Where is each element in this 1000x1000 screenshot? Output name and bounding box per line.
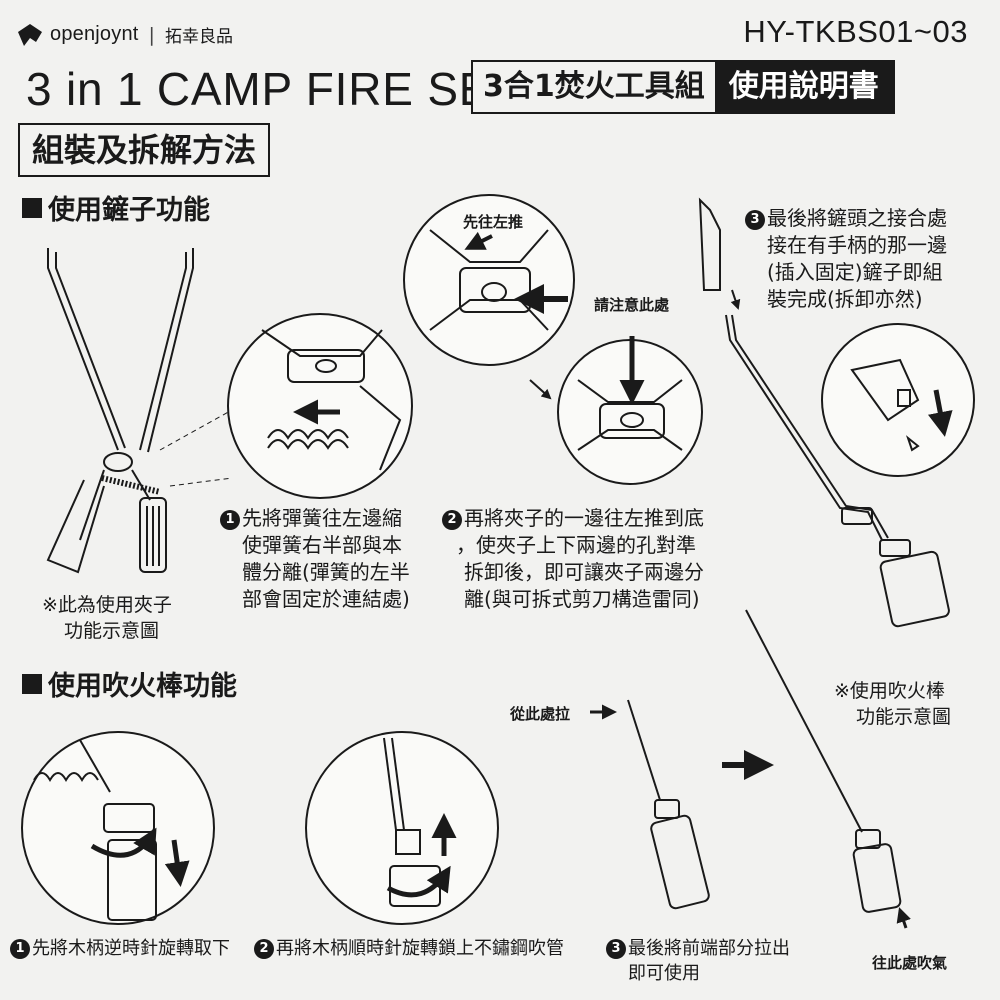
blow-step3-illustration bbox=[627, 699, 710, 910]
notice-detail-circle bbox=[557, 336, 703, 485]
blow-step2-circle bbox=[305, 731, 499, 925]
leader-line bbox=[169, 477, 233, 487]
brand-name-cn: 拓幸良品 bbox=[164, 27, 233, 47]
blow-arrow-icon bbox=[896, 907, 911, 929]
tongs-overview-illustration bbox=[46, 248, 194, 574]
step-line: (插入固定)鏟子即組 bbox=[767, 260, 943, 284]
tongs-heading-text: 使用鏟子功能 bbox=[48, 195, 210, 226]
step-line: 先將木柄逆時針旋轉取下 bbox=[32, 938, 230, 959]
step-line: 先將彈簧往左邊縮 bbox=[242, 506, 402, 530]
step-line: 最後將前端部分拉出 bbox=[628, 938, 790, 959]
leader-line bbox=[159, 409, 233, 451]
callout-pull: 從此處拉 bbox=[510, 705, 571, 723]
step-line: 再將木柄順時針旋轉鎖上不鏽鋼吹管 bbox=[276, 938, 564, 959]
step-line: 即可使用 bbox=[628, 963, 700, 984]
spring-detail-circle bbox=[227, 313, 413, 499]
step-number-icon: 1 bbox=[220, 510, 240, 530]
blow-note: ※使用吹火棒 功能示意圖 bbox=[834, 678, 951, 730]
title-en: 3 in 1 CAMP FIRE SET bbox=[26, 63, 520, 115]
title-cn-box: 3合1焚火工具組 使用說明書 bbox=[471, 60, 895, 114]
bullet-square-icon bbox=[22, 673, 42, 694]
blow-step1-circle bbox=[21, 731, 215, 925]
step-line: ，使夾子上下兩邊的孔對準 bbox=[456, 533, 696, 557]
blow-heading-text: 使用吹火棒功能 bbox=[48, 671, 237, 702]
step-line: 使彈簧右半部與本 bbox=[242, 533, 402, 557]
callout-push-left: 先往左推 bbox=[463, 213, 524, 231]
shovel-assembly-illustration bbox=[698, 197, 950, 628]
title-cn: 3合1焚火工具組 bbox=[473, 62, 715, 112]
blow-stick-overview-illustration bbox=[745, 609, 902, 913]
brand-header: openjoynt | 拓幸良品 bbox=[18, 22, 233, 47]
callout-blow: 往此處吹氣 bbox=[872, 954, 948, 972]
push-left-detail-circle bbox=[403, 194, 575, 366]
tongs-heading: 使用鏟子功能 bbox=[22, 188, 210, 227]
step-line: 體分離(彈簧的左半 bbox=[242, 560, 410, 584]
tongs-note-line: 功能示意圖 bbox=[64, 620, 160, 642]
callout-notice: 請注意此處 bbox=[594, 296, 670, 314]
brand-separator: | bbox=[148, 23, 155, 46]
step-line: 再將夾子的一邊往左推到底 bbox=[464, 506, 704, 530]
step-line: 離(與可拆式剪刀構造雷同) bbox=[464, 587, 700, 611]
arrow-icon bbox=[529, 379, 552, 400]
step-line: 接在有手柄的那一邊 bbox=[767, 233, 947, 257]
openjoynt-logo-icon bbox=[18, 24, 42, 46]
step-number-icon: 1 bbox=[10, 939, 30, 959]
step-number-icon: 2 bbox=[442, 510, 462, 530]
blow-note-line: ※使用吹火棒 bbox=[834, 680, 945, 702]
model-code: HY-TKBS01~03 bbox=[743, 14, 968, 49]
step-line: 部會固定於連結處) bbox=[242, 587, 410, 611]
step-number-icon: 3 bbox=[606, 939, 626, 959]
step-number-icon: 2 bbox=[254, 939, 274, 959]
step-line: 最後將鏟頭之接合處 bbox=[767, 206, 947, 230]
step-line: 裝完成(拆卸亦然) bbox=[767, 287, 923, 311]
section-heading: 組裝及拆解方法 bbox=[18, 123, 271, 177]
step-line: 拆卸後，即可讓夾子兩邊分 bbox=[464, 560, 704, 584]
tongs-note-line: ※此為使用夾子 bbox=[42, 594, 172, 616]
blow-note-line: 功能示意圖 bbox=[856, 706, 952, 728]
bullet-square-icon bbox=[22, 197, 42, 218]
brand-name: openjoynt bbox=[50, 23, 139, 45]
shovel-joint-detail-circle bbox=[821, 323, 975, 477]
blow-heading: 使用吹火棒功能 bbox=[22, 664, 237, 703]
title-manual: 使用說明書 bbox=[714, 62, 893, 112]
tongs-note: ※此為使用夾子 功能示意圖 bbox=[42, 592, 172, 644]
step-number-icon: 3 bbox=[745, 210, 765, 230]
